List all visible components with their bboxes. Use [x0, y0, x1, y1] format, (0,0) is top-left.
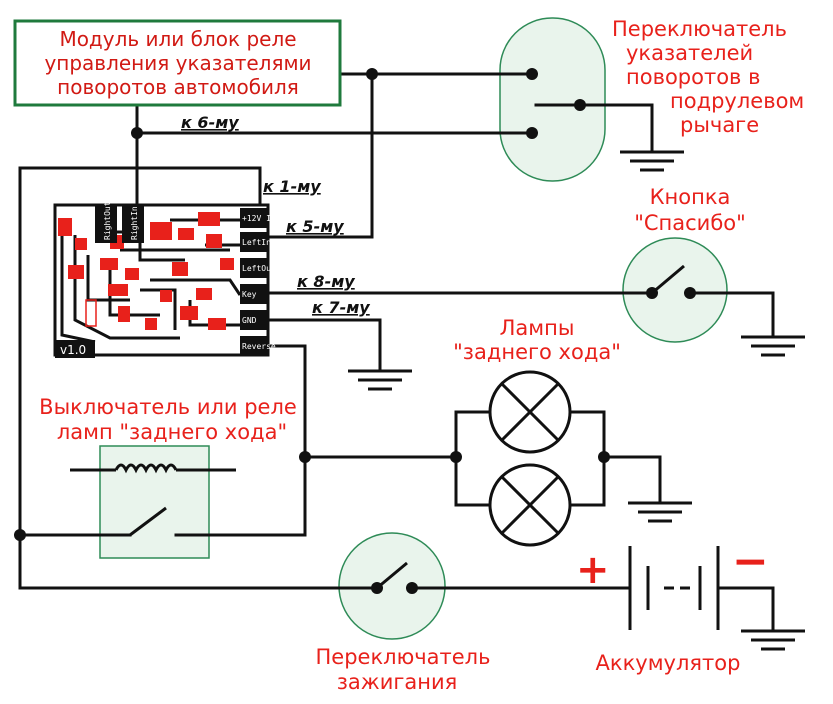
wire-label-to7: к 7-му — [312, 298, 370, 317]
wire-label-to8: к 8-му — [297, 272, 355, 291]
switch-blades — [129, 103, 685, 590]
ground-icon — [741, 629, 805, 651]
ignition-label-line1: Переключатель — [316, 645, 491, 669]
pin-gnd: GND — [242, 316, 257, 325]
wire-label-to5: к 5-му — [286, 217, 344, 236]
wire-label-to6: к 6-му — [181, 113, 239, 132]
wire-label-to1: к 1-му — [263, 177, 321, 196]
turn-switch-label-line1: Переключатель — [612, 17, 787, 41]
turn-switch-outline — [499, 17, 606, 182]
turn-signal-module-box — [13, 19, 342, 107]
board-version: v1.0 — [60, 343, 86, 357]
ground-icon — [348, 369, 412, 391]
thanks-button-outline — [622, 237, 728, 343]
reverse-switch-label-line1: Выключатель или реле — [39, 395, 297, 419]
ignition-switch-outline — [338, 532, 446, 640]
turn-switch-label-line3: поворотов в — [626, 65, 761, 89]
reverse-lamp-icon — [488, 370, 572, 454]
battery-label: Аккумулятор — [596, 651, 741, 675]
pin-right-out: RightOut — [103, 201, 112, 240]
junctions — [14, 68, 696, 594]
thanks-button-label-line1: Кнопка — [650, 185, 731, 209]
module-label-line3: поворотов автомобиля — [57, 75, 299, 99]
ground-icon — [741, 335, 805, 357]
thanks-button-label-line2: "Спасибо" — [634, 211, 746, 235]
battery-plus-sign: + — [576, 547, 610, 593]
module-label-line2: управления указателями — [44, 51, 311, 75]
pin-key: Key — [242, 290, 257, 299]
ground-icon — [628, 501, 692, 523]
reverse-lamp-icon — [488, 463, 572, 547]
relay-coil-icon — [70, 463, 236, 474]
ignition-label-line2: зажигания — [337, 670, 458, 694]
lamps-label-line2: "заднего хода" — [453, 340, 621, 364]
pin-left-in: LeftIn — [242, 238, 271, 247]
battery-minus-sign: − — [732, 536, 769, 587]
pin-left-out: LeftOut — [242, 264, 276, 273]
pin-reverse: Reverse — [242, 342, 276, 351]
battery-icon — [628, 546, 720, 630]
reverse-switch-label-line2: ламп "заднего хода" — [57, 420, 287, 444]
module-label-line1: Модуль или блок реле — [59, 27, 296, 51]
reverse-switch-outline — [99, 445, 210, 559]
turn-switch-label-line2: указателей — [626, 41, 753, 65]
turn-switch-label-line4: подрулевом — [670, 89, 804, 113]
pin-12v-ig: +12V Ig — [242, 214, 276, 223]
pin-right-in: RightIn — [130, 206, 139, 240]
lamps-label-line1: Лампы — [500, 316, 575, 340]
turn-switch-label-line5: рычаге — [680, 113, 759, 137]
pcb-board: RightOut RightIn +12V Ig LeftIn LeftOut … — [53, 201, 276, 358]
ground-icon — [620, 150, 684, 172]
